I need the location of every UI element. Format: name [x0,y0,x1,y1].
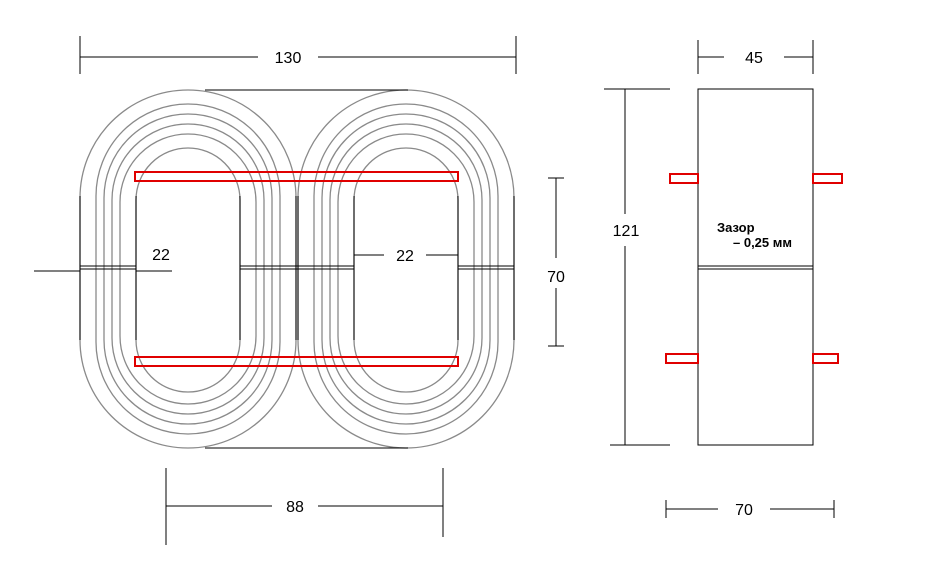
side-view-outline [697,88,814,446]
window-height-label: 70 [547,269,565,286]
dimension-70-front: 70 [547,177,565,347]
dimension-130: 130 [79,36,517,74]
front-view [79,89,515,449]
dimension-121: 121 [604,88,670,446]
dimension-22-center: 22 [354,248,458,265]
dimension-70-side: 70 [665,500,835,519]
dimension-45: 45 [697,40,814,74]
side-height-label: 121 [613,223,640,240]
gap-note-line1: Зазор [717,220,755,235]
side-width-label: 45 [745,50,763,67]
left-leg-width-label: 22 [152,247,170,264]
gap-note-line2: – 0,25 мм [733,235,792,250]
dimension-88: 88 [165,468,444,545]
overall-width-label: 130 [275,50,302,67]
dimension-22-left: 22 [34,247,172,272]
cut-lines [80,265,514,270]
center-gap-label: 22 [396,248,414,265]
winding-marks [134,171,459,367]
core-outline [79,89,515,449]
side-view: Зазор – 0,25 мм [665,88,843,446]
window-span-label: 88 [286,499,304,516]
side-winding-tabs [665,173,843,364]
side-depth-label: 70 [735,502,753,519]
